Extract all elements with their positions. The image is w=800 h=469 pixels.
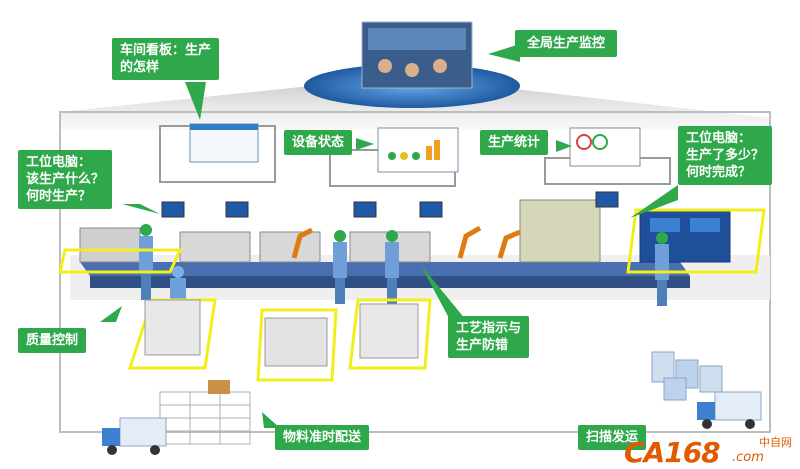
worker-figure: [139, 224, 153, 300]
video-wall: [368, 28, 466, 50]
shipping-truck: [697, 391, 762, 429]
callout-line: 工位电脑：: [686, 131, 752, 146]
callout-line: 车间看板：生产: [120, 43, 212, 58]
logo-brand-text: CA168: [624, 436, 721, 469]
worker-figure: [385, 230, 399, 304]
material-cart: [144, 299, 201, 356]
station-computer: [353, 201, 377, 218]
callout-line: 何时生产？: [26, 189, 92, 204]
ca168-logo: 中自网 CA168 .com: [600, 432, 800, 469]
callout-text: 物料准时配送: [283, 430, 362, 445]
callout-line: 生产防错: [456, 338, 509, 353]
station-computer: [419, 201, 443, 218]
callout-pointer: [420, 264, 466, 320]
worker-figure: [333, 230, 347, 304]
callout-text: 生产统计: [488, 135, 541, 150]
callout-pointer: [630, 185, 678, 218]
callout-pointer: [356, 138, 374, 150]
packaging-machine: [639, 209, 731, 263]
callout-equipment-status: 设备状态: [284, 130, 353, 155]
callout-line: 工艺指示与: [456, 321, 522, 336]
callout-line: 生产了多少？: [686, 148, 765, 163]
station-computer: [225, 201, 249, 218]
callout-line: 何时完成？: [686, 165, 752, 180]
workstation: [259, 231, 321, 263]
robot-arm: [497, 229, 521, 259]
callout-pointer: [262, 412, 280, 428]
callout-quality-control: 质量控制: [18, 328, 87, 353]
workstation: [79, 227, 141, 263]
warehouse-rack: [159, 391, 251, 445]
logo-domain-text: .com: [732, 450, 764, 465]
station-computer: [595, 191, 619, 208]
callout-production-stats: 生产统计: [480, 130, 549, 155]
workstation: [179, 231, 251, 263]
pallet-box: [208, 380, 230, 394]
callout-line: 工位电脑：: [26, 155, 92, 170]
robot-arm: [457, 225, 482, 259]
board-header: [190, 124, 258, 130]
callout-pointer: [100, 306, 122, 322]
station-computer: [161, 201, 185, 218]
callout-global-monitoring: 全局生产监控: [515, 30, 618, 57]
operator-figure: [405, 63, 419, 77]
machine: [519, 199, 601, 263]
callout-text: 全局生产监控: [527, 36, 606, 51]
callout-material-delivery: 物料准时配送: [275, 425, 370, 450]
worker-figure: [170, 266, 186, 300]
callout-terminal-left: 工位电脑： 该生产什么？ 何时生产？: [18, 150, 113, 209]
callout-pointer: [122, 204, 160, 214]
callout-text: 扫描发运: [586, 430, 639, 445]
callout-pointer: [488, 44, 520, 62]
operator-figure: [433, 59, 447, 73]
callout-pointer: [556, 140, 572, 152]
equipment-status-screen: [377, 127, 459, 173]
callout-text: 质量控制: [26, 333, 79, 348]
callout-line: 该生产什么？: [26, 172, 105, 187]
callout-process-guidance: 工艺指示与 生产防错: [448, 316, 530, 358]
callout-line: 的怎样: [120, 60, 160, 75]
logo-cn-text: 中自网: [759, 436, 792, 449]
operator-figure: [378, 59, 392, 73]
delivery-truck: [102, 417, 167, 455]
callout-text: 设备状态: [292, 135, 345, 150]
callout-pointer: [185, 82, 206, 120]
material-cart: [359, 303, 419, 359]
callout-scan-shipping: 扫描发运: [578, 425, 647, 450]
callout-terminal-right: 工位电脑： 生产了多少？ 何时完成？: [678, 126, 773, 185]
callout-workshop-board: 车间看板：生产 的怎样: [112, 38, 220, 80]
distribution-buildings: [651, 351, 723, 401]
material-cart: [264, 317, 328, 367]
workshop-board-screen: [189, 123, 259, 163]
robot-arm: [291, 227, 314, 259]
